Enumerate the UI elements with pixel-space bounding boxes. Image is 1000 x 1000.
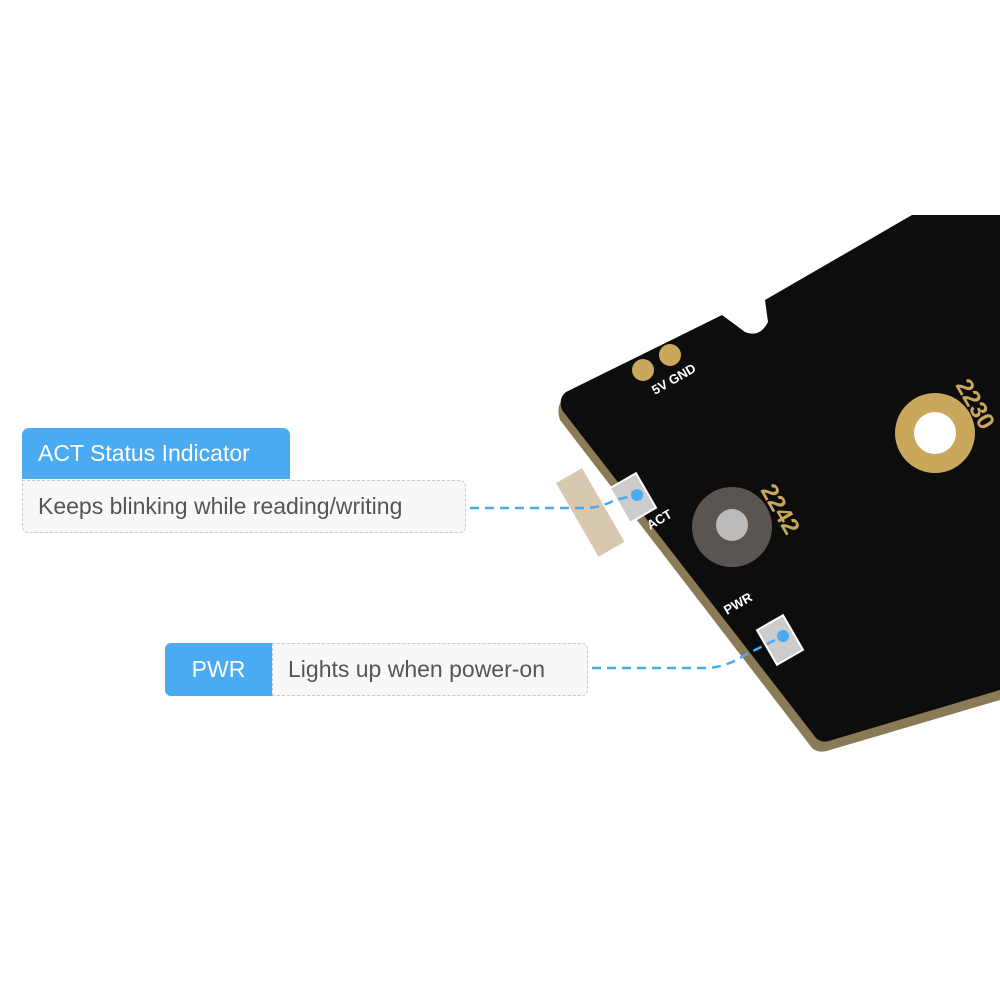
mounting-hole-inner [914, 412, 956, 454]
pwr-pointer-dot [777, 630, 789, 642]
connector [556, 468, 625, 557]
pwr-leader-line [592, 634, 784, 670]
pad-gnd [659, 344, 681, 366]
pad-5v [632, 359, 654, 381]
standoff-inner [716, 509, 748, 541]
act-pointer-dot [631, 489, 643, 501]
pwr-callout-description: Lights up when power-on [272, 643, 588, 696]
pwr-callout-title: PWR [165, 643, 272, 696]
act-callout-description: Keeps blinking while reading/writing [22, 480, 466, 533]
act-leader-line [470, 493, 638, 510]
act-callout-title: ACT Status Indicator [22, 428, 290, 479]
